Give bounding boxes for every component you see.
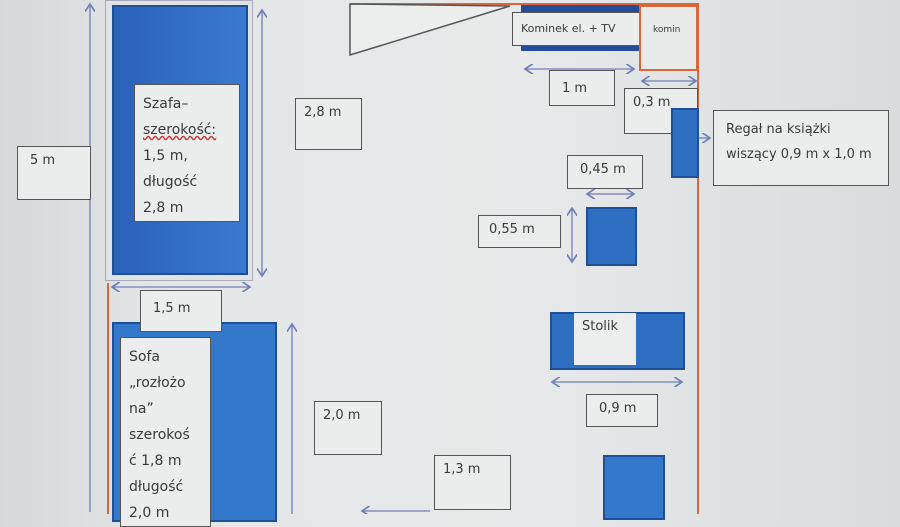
fireplace-width-label: 1 m: [549, 70, 615, 106]
chimney: komin: [639, 5, 698, 71]
sofa-length-label: 2,0 m: [314, 401, 382, 455]
table-width-label: 0,9 m: [586, 394, 658, 427]
wall: [350, 3, 699, 514]
wardrobe-length-label: 2,8 m: [295, 98, 362, 150]
door-swing: [349, 3, 511, 57]
fireplace-label: Kominek el. + TV: [512, 12, 640, 46]
shelf: [586, 207, 637, 266]
room-length-label: 5 m: [17, 146, 91, 200]
table-label: Stolik: [574, 313, 636, 365]
sofa-label: Sofa „rozłożo na” szerokoś ć 1,8 m długo…: [120, 337, 211, 527]
bookshelf: [671, 108, 699, 178]
wardrobe-width-label: 1,5 m: [140, 290, 222, 332]
plan-lines: [0, 0, 900, 514]
shelf-width-label: 0,45 m: [567, 155, 643, 189]
gap-width-label: 1,3 m: [434, 455, 511, 510]
shelf-height-label: 0,55 m: [478, 215, 561, 248]
wardrobe-label: Szafa– szerokość: 1,5 m, długość 2,8 m: [134, 84, 240, 222]
furniture-item: [603, 455, 665, 520]
bookshelf-label: Regał na książki wiszący 0,9 m x 1,0 m: [713, 110, 889, 186]
